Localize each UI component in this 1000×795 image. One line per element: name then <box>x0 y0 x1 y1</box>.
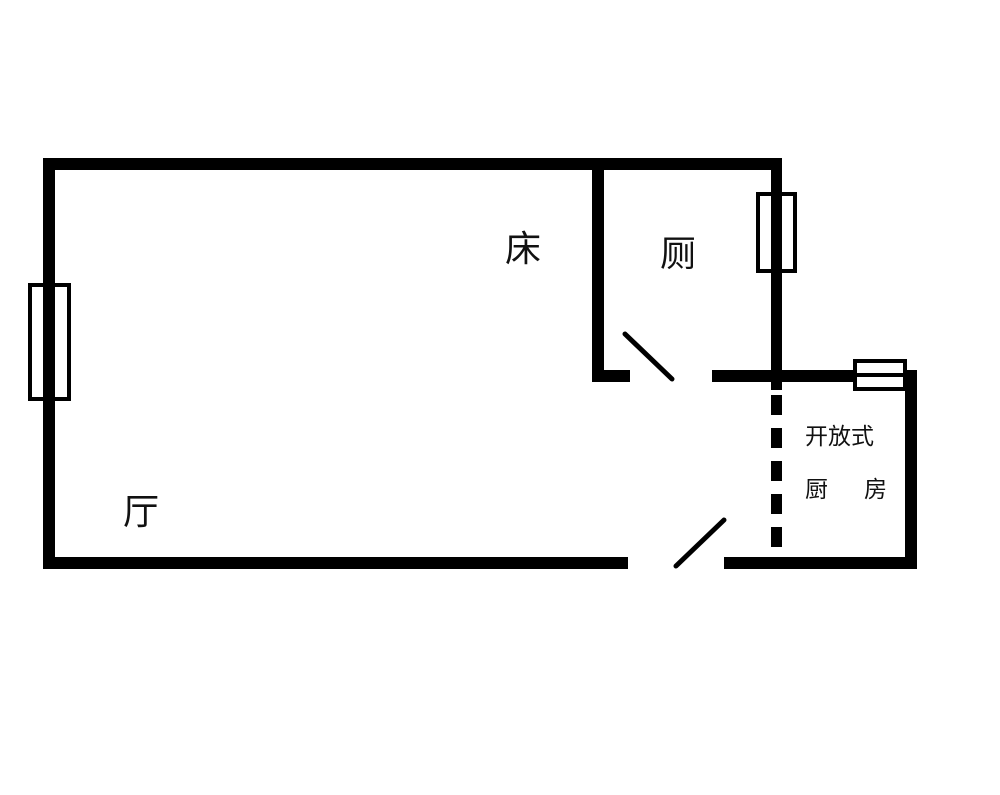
wall-bathroom-left <box>592 158 604 382</box>
wall-bottom-left <box>43 557 628 569</box>
room-label-kitchen-type: 开放式 <box>805 424 874 450</box>
window-bathroom <box>756 192 797 273</box>
wall-top <box>43 158 782 170</box>
wall-bottom-right <box>724 557 917 569</box>
room-label-toilet: 厕 <box>660 234 697 275</box>
window-left <box>28 283 71 401</box>
room-label-bed: 床 <box>505 229 542 270</box>
room-label-kitchen-2: 房 <box>864 477 887 503</box>
wall-kitchen-right <box>905 370 917 569</box>
wall-bathroom-bottom-left <box>592 370 630 382</box>
wall-bathroom-right <box>771 158 782 390</box>
room-label-living: 厅 <box>123 492 160 533</box>
room-label-kitchen-1: 厨 <box>805 477 828 503</box>
kitchen-partition-dashed <box>771 395 782 547</box>
window-kitchen <box>853 359 907 391</box>
entry-door[interactable] <box>673 517 727 569</box>
bathroom-door[interactable] <box>622 331 675 382</box>
